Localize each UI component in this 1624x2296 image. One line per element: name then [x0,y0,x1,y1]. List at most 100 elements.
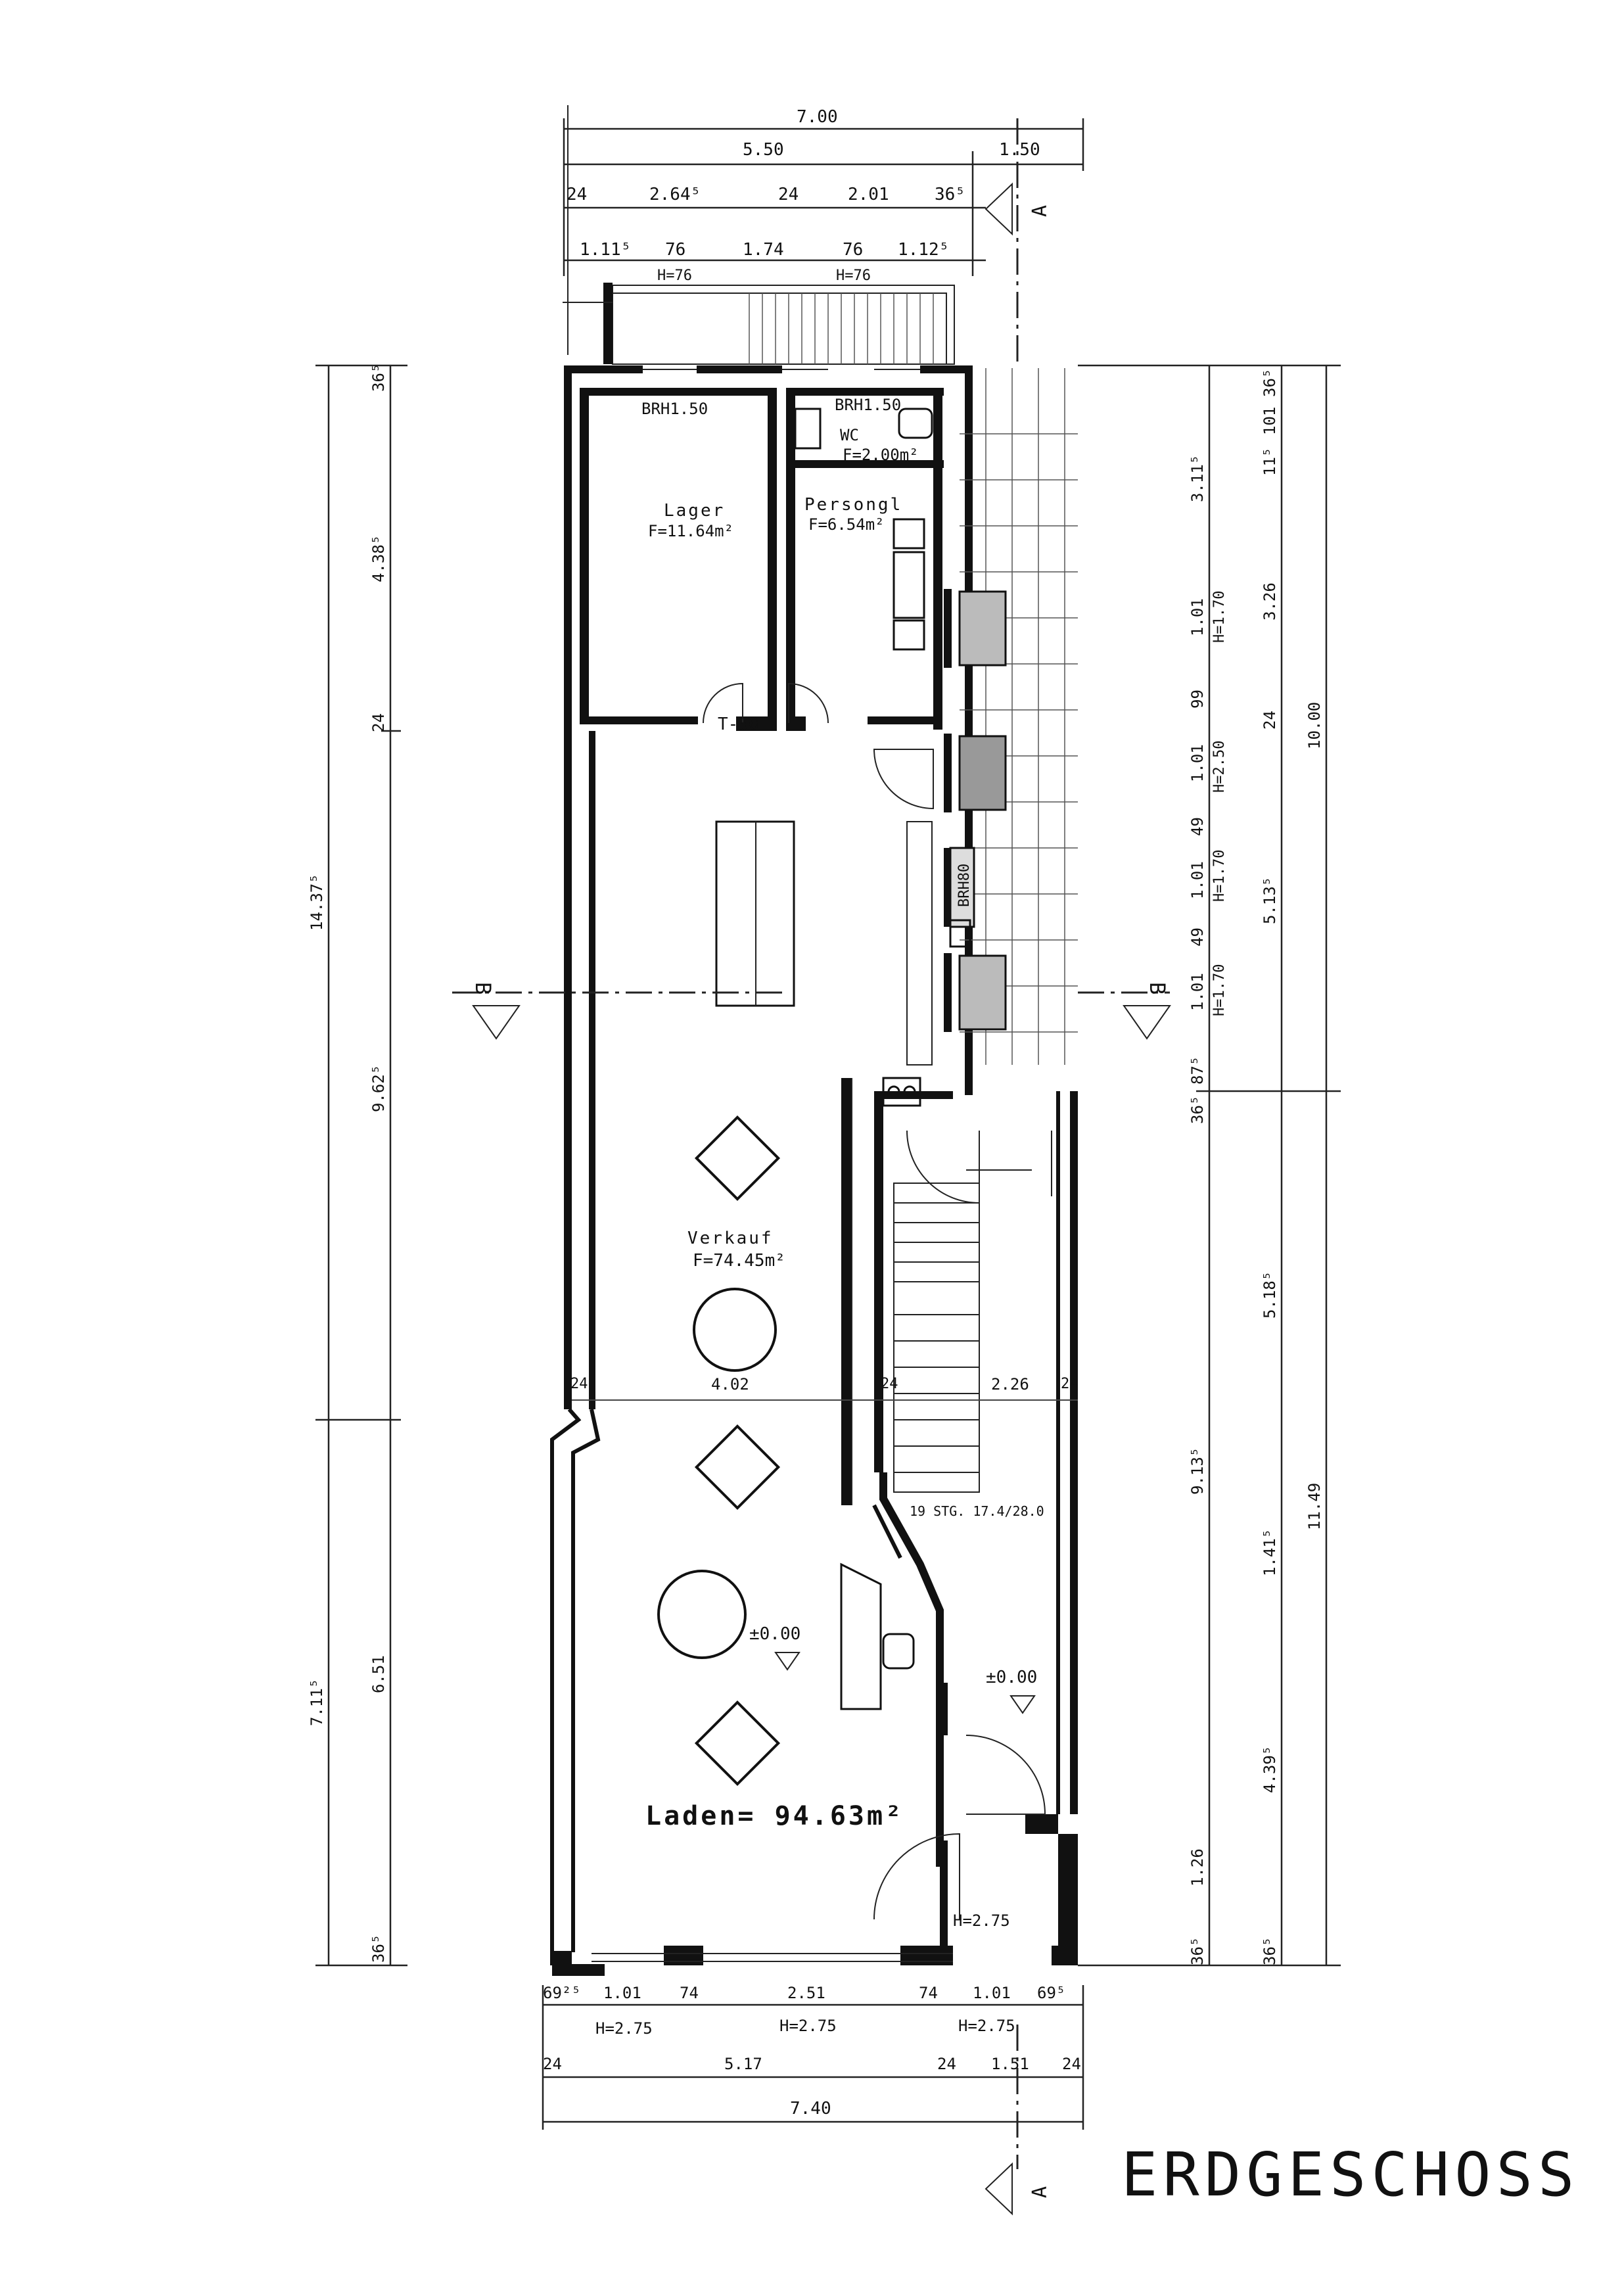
h76-left-label: H=76 [657,268,692,284]
level-marker-icon [774,1652,800,1671]
dim-r3-a: 9.13⁵ [1188,1447,1207,1495]
dim-bot-r1-e: 74 [919,1984,938,2002]
room-name-verkauf: Verkauf [687,1229,774,1248]
door-t30-label: T-30 [718,715,759,734]
h76-right-label: H=76 [836,268,871,284]
dim-r1-j: 36⁵ [1188,1096,1207,1124]
dim-r1-c: 99 [1188,690,1207,709]
dim-left-e: 6.51 [369,1655,388,1693]
dim-r1-g: 49 [1188,927,1207,947]
dim-r2-e: 24 [1261,711,1279,730]
room-name-wc: WC [840,426,859,444]
windows-right [949,590,1007,1031]
dimension-lines [315,118,1341,2130]
dim-top-overall: 7.00 [797,107,838,127]
level-stair-label: ±0.00 [986,1668,1037,1687]
dim-left-f: 36⁵ [369,1934,388,1963]
dim-r1-i: 87⁵ [1188,1056,1207,1085]
dim-r1-h-d: H=1.70 [1211,964,1228,1016]
room-area-personal: F=6.54m² [808,515,885,534]
dim-left-b: 4.38⁵ [369,535,388,582]
section-lines [452,118,1171,2216]
dim-r1-b: 1.01 [1188,598,1207,636]
dim-left-a: 36⁵ [369,363,388,392]
dim-r2-c: 36⁵ [1261,369,1279,397]
dim-r1-l: 36⁵ [1188,1937,1207,1965]
dim-left-c: 24 [369,713,388,732]
furniture [657,408,933,1787]
dim-left-overall-lower: 7.11⁵ [308,1679,326,1726]
page-title: ERDGESCHOSS [1121,2140,1579,2210]
dim-bot-r2-a: 24 [543,2055,562,2073]
dim-bot-h-b: H=2.75 [779,2017,837,2035]
dim-r1-e: 49 [1188,817,1207,836]
dim-r1-h-c: H=1.70 [1211,850,1228,902]
dim-r1-h-b: H=2.50 [1211,741,1228,793]
dim-left-d: 9.62⁵ [369,1065,388,1112]
display-diamond-2 [694,1424,781,1511]
dim-bot-h-a: H=2.75 [595,2019,653,2038]
room-name-laden: Laden= 94.63m² [645,1801,904,1831]
display-round-1 [693,1288,777,1372]
interior-dimension-text: 24 4.02 24 2.26 24 [570,1375,1079,1394]
dim-bot-r1-d: 2.51 [787,1984,825,2002]
dim-top-r4-c: 1.74 [743,240,784,260]
room-area-wc: F=2.00m² [843,446,919,464]
dim-left-overall-upper: 14.37⁵ [308,874,326,931]
outer-walls [550,365,1078,1976]
section-mark-a-top: A [1029,205,1052,217]
dim-r2-g: 5.18⁵ [1261,1271,1279,1319]
dim-bot-h-c: H=2.75 [958,2017,1015,2035]
left-dimension-text: 36⁵ 4.38⁵ 24 9.62⁵ 6.51 36⁵ 14.37⁵ 7.11⁵ [308,363,388,1963]
room-area-verkauf: F=74.45m² [693,1251,785,1271]
dim-int-right: 2.26 [991,1375,1029,1394]
dim-top-r3-b: 2.64⁵ [649,185,701,204]
dim-r1-d: 1.01 [1188,744,1207,782]
room-labels: Lager F=11.64m² WC F=2.00m² Persongl F=6… [645,426,919,1831]
dim-int-w24-c: 24 [1061,1376,1079,1392]
yard-grid [960,368,1078,1065]
level-laden-label: ±0.00 [749,1624,800,1644]
room-name-personal: Persongl [804,495,902,515]
dim-top-r4-d: 76 [843,240,863,260]
dim-r2-h: 1.41⁵ [1261,1529,1279,1576]
brh80-label: BRH80 [956,864,973,907]
dim-top-r4-a: 1.11⁵ [580,240,631,260]
dim-bot-r2-b: 5.17 [724,2055,762,2073]
dim-r1-h-a: H=1.70 [1211,591,1228,643]
dim-bot-r1-f: 1.01 [973,1984,1011,2002]
stairs-label: 19 STG. 17.4/28.0 [910,1503,1044,1519]
dim-bot-r2-c: 24 [937,2055,956,2073]
top-dimension-text: 7.00 5.50 1.50 24 2.64⁵ 24 2.01 36⁵ 1.11… [567,107,1040,260]
level-marker-icon [1009,1695,1036,1714]
dim-int-left: 4.02 [711,1375,749,1394]
display-diamond-1 [694,1115,781,1202]
dim-bot-overall: 7.40 [790,2099,831,2119]
dim-r2-b: 101 [1261,407,1279,435]
dim-bot-r2-d: 1.51 [991,2055,1029,2073]
dim-bot-r1-b: 1.01 [603,1984,641,2002]
dim-r2-j: 36⁵ [1261,1937,1279,1965]
display-round-2 [657,1570,747,1659]
display-diamond-3 [694,1700,781,1787]
dim-right-overall-upper: 10.00 [1305,702,1324,749]
dim-int-w24-b: 24 [881,1376,898,1392]
bottom-dimension-text: 69²⁵ 1.01 74 2.51 74 1.01 69⁵ H=2.75 H=2… [543,1984,1081,2119]
dim-top-r4-e: 1.12⁵ [898,240,949,260]
section-mark-a-bottom: A [1029,2186,1052,2198]
dim-right-overall-lower: 11.49 [1305,1483,1324,1530]
dim-r1-a: 3.11⁵ [1188,455,1207,502]
dim-top-r3-a: 24 [567,185,587,204]
dim-top-r3-e: 36⁵ [935,185,965,204]
dim-top-r3-d: 2.01 [848,185,889,204]
dim-top-r4-b: 76 [665,240,685,260]
section-mark-b-left: B [471,982,496,995]
room-area-lager: F=11.64m² [648,522,733,540]
stairs [893,1131,1052,1493]
room-name-lager: Lager [664,501,725,521]
right-dimension-text: 3.11⁵ 1.01 99 1.01 49 1.01 49 1.01 87⁵ 3… [1188,369,1324,1965]
dim-top-r2-a: 5.50 [743,140,784,160]
dim-r1-h: 1.01 [1188,973,1207,1011]
dim-r2-f: 5.13⁵ [1261,877,1279,924]
